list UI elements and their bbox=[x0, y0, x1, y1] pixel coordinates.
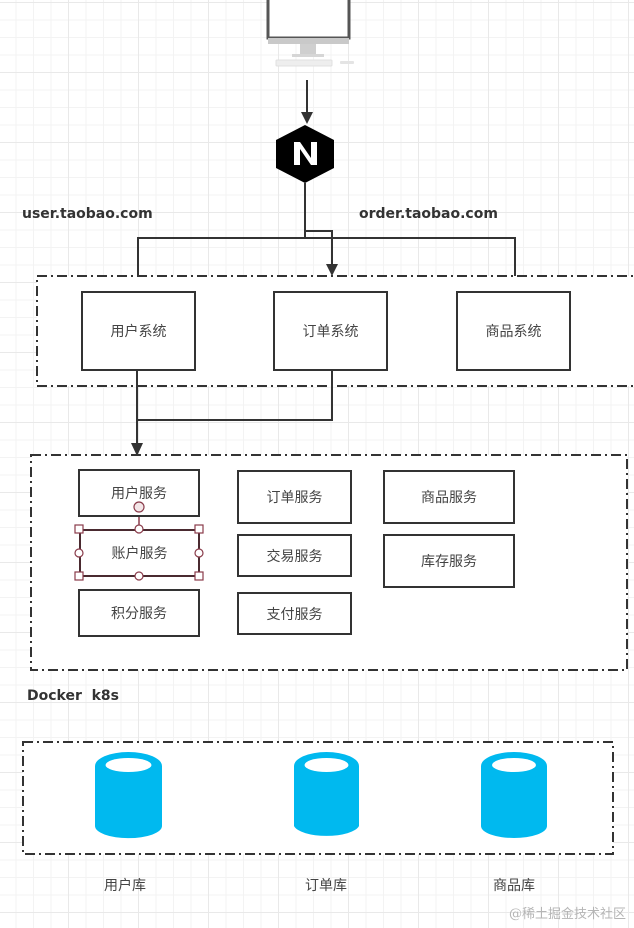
service-box[interactable]: 交易服务 bbox=[237, 534, 352, 577]
domain-label-order: order.taobao.com bbox=[359, 206, 498, 222]
service-label: 库存服务 bbox=[421, 554, 477, 570]
system-label: 用户系统 bbox=[110, 324, 167, 340]
service-label: 商品服务 bbox=[421, 490, 477, 506]
database-icon bbox=[294, 752, 359, 836]
database-icon bbox=[481, 752, 547, 838]
service-box[interactable]: 积分服务 bbox=[78, 589, 200, 637]
nginx-icon bbox=[276, 125, 334, 183]
service-label: 用户服务 bbox=[111, 486, 167, 502]
watermark: @稀土掘金技术社区 bbox=[508, 907, 626, 922]
service-box-selected[interactable]: 账户服务 bbox=[79, 529, 200, 577]
database-icon bbox=[95, 752, 162, 839]
service-box[interactable]: 订单服务 bbox=[237, 470, 352, 524]
desktop-computer-icon bbox=[266, 0, 354, 67]
service-box[interactable]: 商品服务 bbox=[383, 470, 515, 524]
arrowhead bbox=[301, 112, 313, 124]
service-label: 账户服务 bbox=[111, 546, 168, 562]
system-box-product[interactable]: 商品系统 bbox=[456, 291, 571, 371]
gateway-connectors bbox=[137, 183, 516, 280]
domain-label-user: user.taobao.com bbox=[22, 206, 153, 222]
container-platform-label: Docker k8s bbox=[27, 688, 120, 704]
service-label: 交易服务 bbox=[266, 548, 323, 565]
service-label: 支付服务 bbox=[266, 606, 323, 623]
database-label: 商品库 bbox=[493, 878, 535, 894]
database-label: 订单库 bbox=[305, 878, 347, 894]
service-label: 积分服务 bbox=[111, 606, 167, 622]
arrowhead bbox=[326, 264, 338, 276]
service-label: 订单服务 bbox=[266, 490, 323, 506]
arrowhead bbox=[131, 443, 143, 456]
system-label: 订单系统 bbox=[302, 324, 359, 340]
system-box-user[interactable]: 用户系统 bbox=[81, 291, 196, 371]
system-connectors bbox=[136, 370, 333, 443]
service-box[interactable]: 用户服务 bbox=[78, 469, 200, 517]
service-box[interactable]: 支付服务 bbox=[237, 592, 352, 635]
system-box-order[interactable]: 订单系统 bbox=[273, 291, 388, 371]
database-label: 用户库 bbox=[104, 878, 146, 894]
system-label: 商品系统 bbox=[485, 324, 542, 340]
service-box[interactable]: 库存服务 bbox=[383, 534, 515, 588]
